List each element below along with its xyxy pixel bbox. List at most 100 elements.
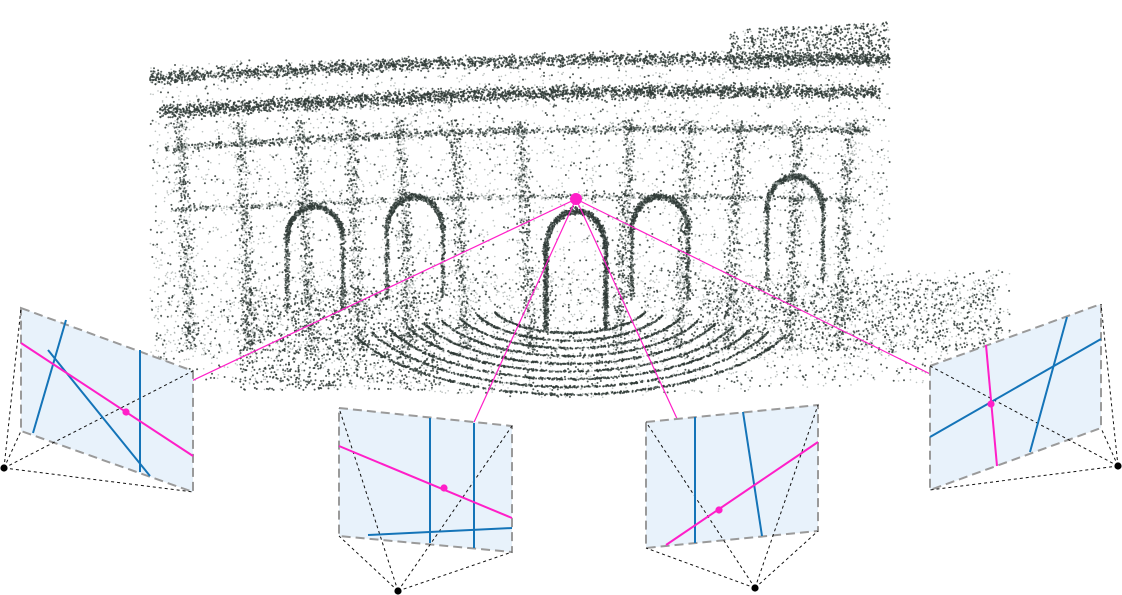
cloud-point	[728, 53, 730, 55]
cloud-point	[518, 56, 521, 59]
cloud-point	[879, 62, 882, 65]
cloud-point	[782, 58, 785, 61]
cloud-point	[437, 56, 440, 59]
cloud-point	[209, 101, 212, 104]
cloud-point	[385, 69, 387, 71]
cloud-point	[533, 53, 536, 56]
cloud-point	[588, 52, 591, 54]
cloud-point	[201, 67, 204, 70]
cloud-point	[819, 88, 822, 91]
cloud-point	[219, 66, 222, 69]
cloud-point	[474, 57, 477, 60]
cloud-point	[559, 54, 562, 57]
cloud-point	[765, 88, 768, 91]
cloud-point	[879, 66, 882, 69]
cloud-point	[659, 50, 662, 53]
cloud-point	[442, 62, 445, 65]
cloud-point	[786, 96, 789, 99]
cloud-point	[793, 91, 795, 94]
cloud-point	[686, 53, 689, 56]
cloud-point	[279, 106, 282, 109]
cloud-point	[311, 69, 314, 72]
cloud-point	[301, 72, 304, 75]
cloud-point	[246, 64, 249, 67]
cloud-point	[204, 73, 207, 76]
cloud-point	[246, 112, 249, 115]
cloud-point	[570, 63, 573, 65]
cloud-point	[861, 91, 863, 93]
cloud-point	[257, 65, 260, 68]
cloud-point	[709, 53, 712, 56]
cloud-point	[478, 61, 481, 64]
cloud-point	[555, 62, 558, 64]
cloud-point	[159, 115, 162, 118]
cloud-point	[171, 77, 174, 80]
cloud-point	[484, 99, 487, 102]
cloud-point	[247, 72, 249, 75]
cloud-point	[331, 61, 334, 64]
cloud-point	[739, 60, 742, 63]
cloud-point	[650, 91, 653, 94]
cloud-point	[681, 87, 684, 89]
cloud-point	[637, 93, 640, 96]
cloud-point	[178, 69, 181, 72]
cloud-point	[434, 64, 437, 66]
cloud-point	[510, 84, 513, 87]
cloud-point	[203, 78, 206, 81]
cloud-point	[244, 73, 247, 76]
cloud-point	[269, 110, 272, 113]
cloud-point	[239, 102, 242, 104]
cloud-point	[765, 56, 767, 59]
cloud-point	[391, 60, 394, 63]
cloud-point	[483, 59, 486, 62]
cloud-point	[564, 97, 567, 100]
cloud-point	[414, 65, 417, 68]
cloud-point	[556, 85, 559, 88]
cloud-point	[207, 75, 210, 78]
cloud-point	[444, 56, 447, 59]
cloud-point	[457, 64, 460, 67]
cloud-point	[169, 83, 172, 86]
cloud-point	[375, 91, 378, 94]
cloud-point	[799, 93, 802, 95]
cloud-point	[311, 60, 314, 63]
cloud-point	[726, 51, 729, 54]
cloud-point	[345, 70, 348, 73]
cloud-point	[595, 63, 598, 66]
cloud-point	[745, 54, 748, 57]
cloud-point	[388, 92, 391, 95]
cloud-point	[676, 58, 679, 61]
cloud-point	[205, 69, 207, 72]
cloud-point	[471, 64, 474, 67]
cloud-point	[628, 90, 631, 93]
cloud-point	[602, 95, 605, 98]
cloud-point	[163, 104, 166, 107]
cloud-point	[483, 63, 485, 65]
cloud-point	[389, 66, 391, 69]
cloud-point	[336, 92, 338, 95]
cloud-point	[501, 92, 503, 95]
cloud-point	[651, 58, 654, 61]
cloud-point	[164, 79, 167, 82]
cloud-point	[252, 110, 255, 113]
cloud-point	[345, 68, 348, 70]
cloud-point	[711, 57, 714, 60]
cloud-point	[278, 75, 281, 77]
cloud-point	[429, 96, 432, 99]
cloud-point	[405, 60, 408, 63]
cloud-point	[559, 61, 562, 64]
cloud-point	[453, 63, 456, 66]
cloud-point	[342, 98, 344, 101]
cloud-point	[267, 98, 270, 101]
cloud-point	[331, 70, 334, 73]
cloud-point	[611, 50, 614, 53]
cloud-point	[220, 68, 223, 71]
cloud-point	[402, 64, 404, 66]
cloud-point	[327, 62, 330, 65]
cloud-point	[223, 74, 226, 77]
cloud-point	[708, 55, 711, 58]
cloud-point	[213, 115, 216, 117]
cloud-point	[217, 73, 220, 76]
cloud-point	[235, 104, 238, 107]
cloud-point	[167, 107, 170, 110]
